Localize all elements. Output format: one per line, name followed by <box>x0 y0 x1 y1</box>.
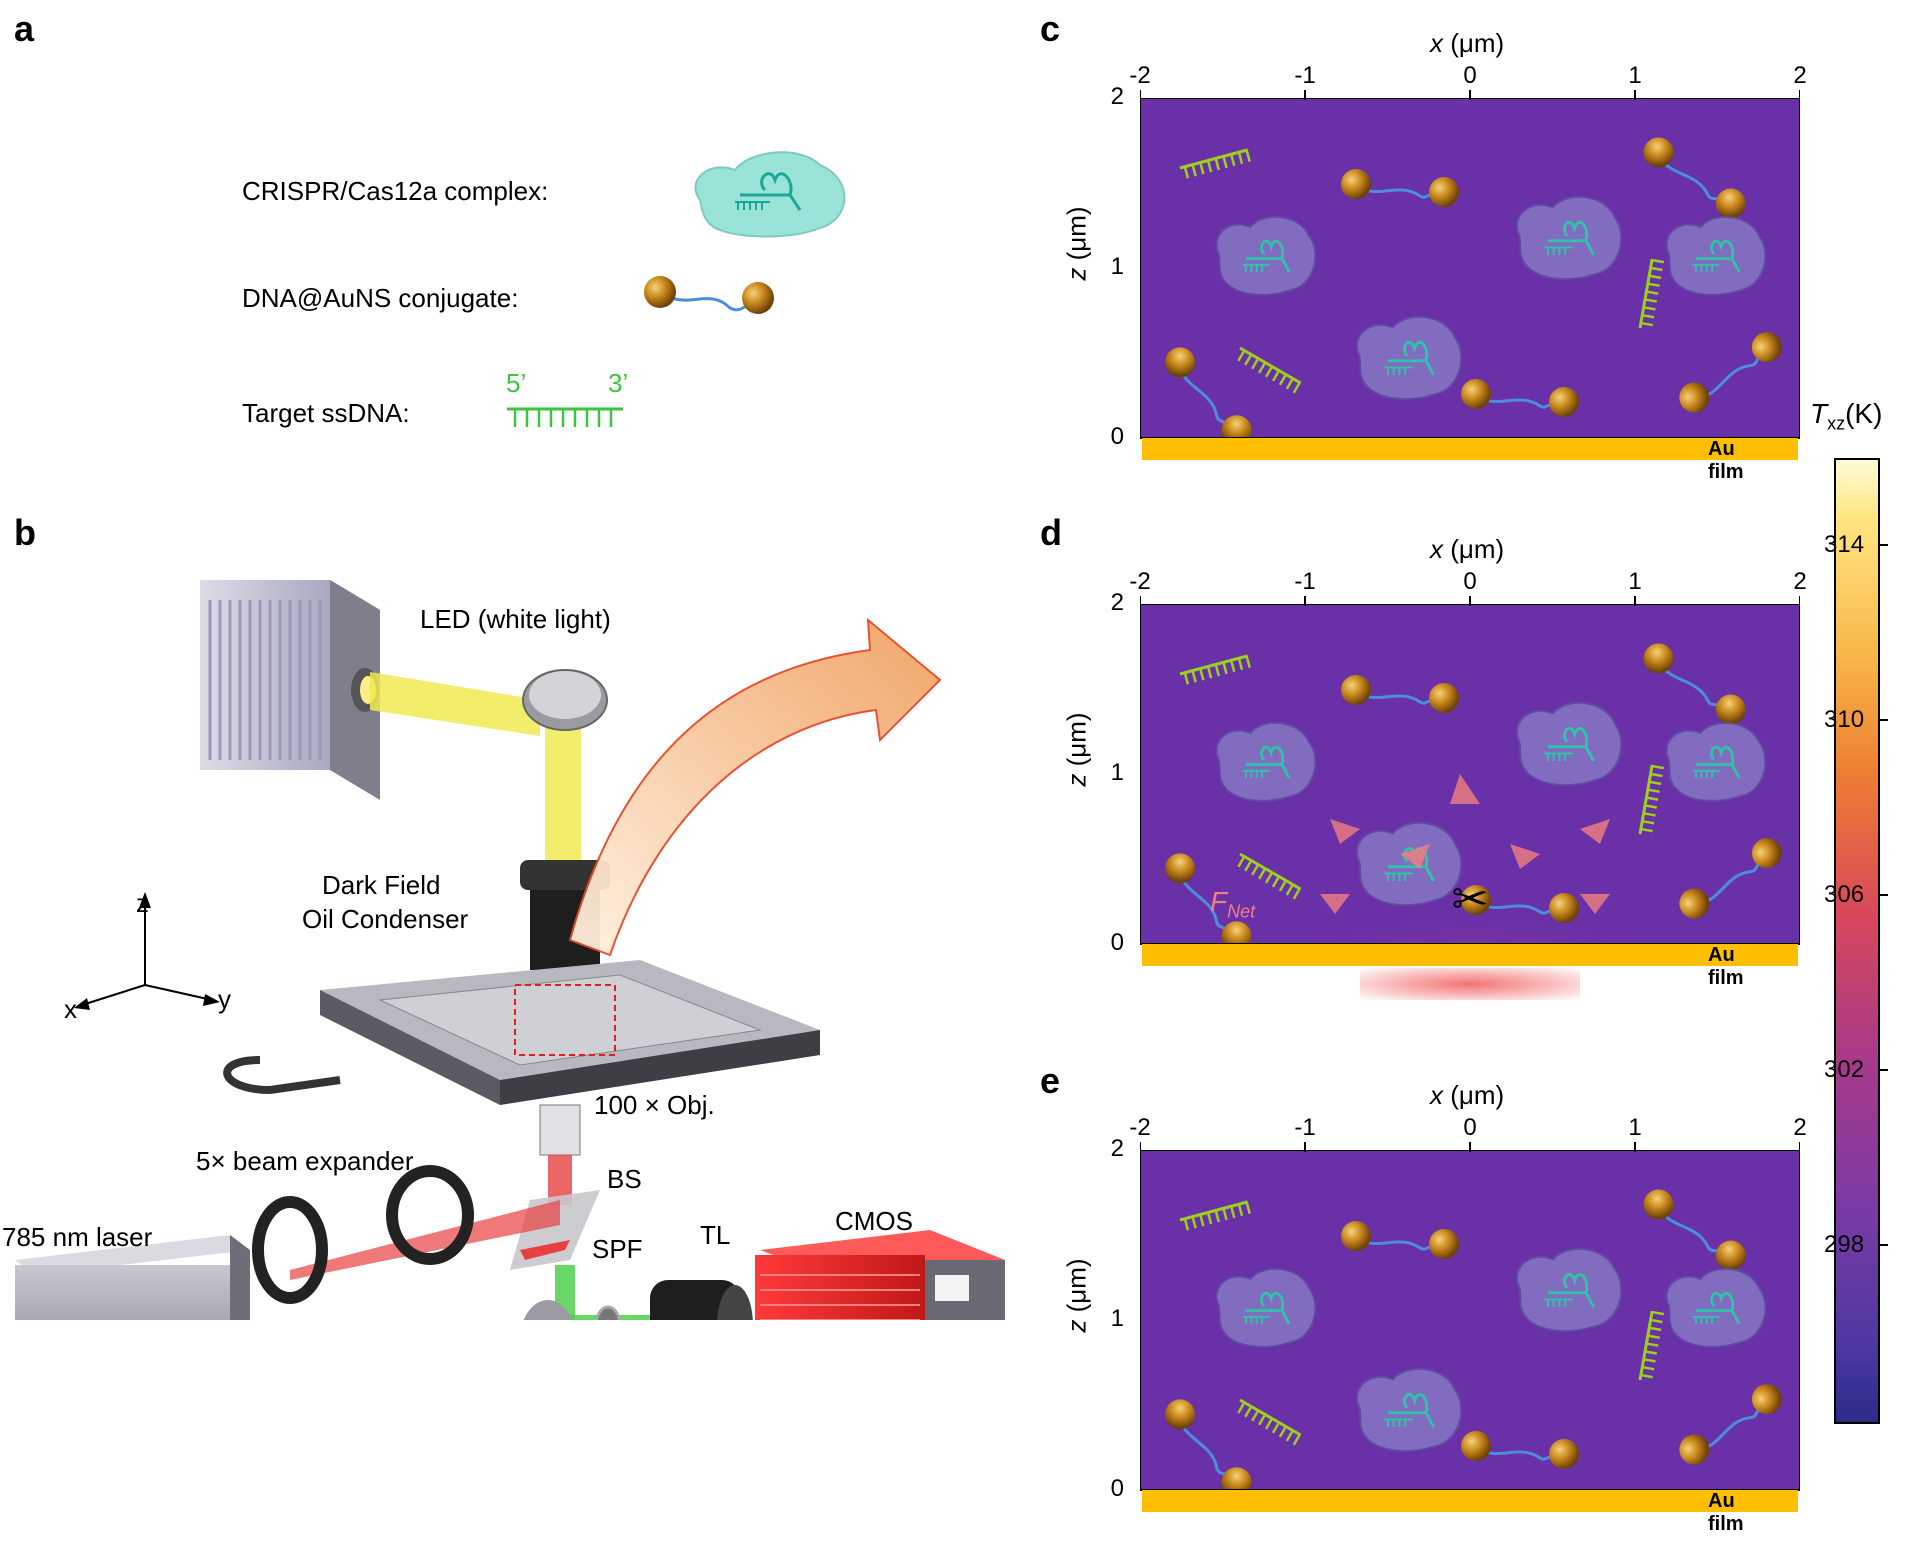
colorbar-tick-label: 298 <box>1824 1231 1865 1259</box>
optical-setup-diagram <box>15 580 1005 1320</box>
z-tick-d: 1 <box>1110 759 1124 786</box>
au-film-label-c: Au film <box>1708 438 1744 483</box>
cmos-label: CMOS <box>835 1206 913 1236</box>
colorbar-tickmark <box>1878 544 1888 547</box>
z-tick-e: 2 <box>1110 1135 1124 1162</box>
led-label: LED (white light) <box>420 604 611 634</box>
laser-label: 785 nm laser <box>2 1222 153 1252</box>
x-axis-title-d: x (μm) <box>1430 534 1505 564</box>
z-tick-d: 2 <box>1110 589 1124 616</box>
laser-785 <box>15 1235 250 1320</box>
panel-label-d: d <box>1040 512 1062 553</box>
condenser-label-1: Dark Field <box>322 870 441 900</box>
xyz-axes <box>74 892 220 1010</box>
colorbar-tick-label: 302 <box>1824 1056 1865 1084</box>
bs-label: BS <box>607 1164 642 1194</box>
x-tick-c: 1 <box>1628 62 1642 89</box>
cas12a-legend-icon <box>694 151 846 238</box>
dna-ausn-legend-icon <box>644 276 774 314</box>
spf-label: SPF <box>592 1234 643 1264</box>
z-axis-title-c: z (μm) <box>1061 206 1092 281</box>
svg-text:✂: ✂ <box>1452 875 1489 924</box>
axis-y-label: y <box>218 984 231 1014</box>
legend-dna-ausn-label: DNA@AuNS conjugate: <box>242 283 519 313</box>
x-tick-d: -1 <box>1294 568 1316 595</box>
x-tick-e: 2 <box>1793 1114 1807 1141</box>
cmos-camera <box>755 1230 1005 1320</box>
colorbar-tickmark <box>1878 719 1888 722</box>
z-axis-title-e: z (μm) <box>1061 1258 1092 1333</box>
au-film-label-d: Au film <box>1708 944 1744 989</box>
led-source <box>200 580 380 800</box>
x-axis-title-e: x (μm) <box>1430 1080 1505 1110</box>
x-tickmarks-e <box>1140 1142 1800 1152</box>
legend-target-label: Target ssDNA: <box>242 398 410 428</box>
xz-plot-c <box>1140 98 1800 460</box>
au-film-label-e: Au film <box>1708 1490 1744 1535</box>
x-tickmarks-c <box>1140 90 1800 100</box>
x-tick-d: 1 <box>1628 568 1642 595</box>
molecules-e <box>1165 1189 1782 1498</box>
x-tick-d: 2 <box>1793 568 1807 595</box>
x-tick-c: -1 <box>1294 62 1316 89</box>
colorbar-tick-label: 314 <box>1824 531 1865 559</box>
colorbar-tick-label: 306 <box>1824 881 1865 909</box>
x-tick-e: -1 <box>1294 1114 1316 1141</box>
x-tick-c: 2 <box>1793 62 1807 89</box>
legend-cas12a-label: CRISPR/Cas12a complex: <box>242 176 549 206</box>
panel-label-e: e <box>1040 1060 1061 1101</box>
tube-lens <box>650 1280 753 1320</box>
z-tick-e: 1 <box>1110 1305 1124 1332</box>
fnet-label: FNet <box>1210 886 1256 922</box>
x-axis-title-c: x (μm) <box>1430 28 1505 58</box>
x-tick-c: 0 <box>1463 62 1477 89</box>
x-tick-e: 1 <box>1628 1114 1642 1141</box>
z-tick-e: 0 <box>1110 1475 1124 1502</box>
expander-label: 5× beam expander <box>196 1146 414 1176</box>
colorbar-gradient <box>1834 458 1880 1424</box>
panel-label-c: c <box>1040 8 1061 49</box>
colorbar-tickmark <box>1878 1244 1888 1247</box>
axis-z-label: z <box>136 888 149 918</box>
panel-label-b: b <box>14 512 36 553</box>
x-tick-d: 0 <box>1463 568 1477 595</box>
colorbar-title: Txz(K) <box>1810 398 1883 434</box>
xz-plot-e <box>1140 1150 1800 1512</box>
target-ssdna-legend-icon <box>507 407 623 427</box>
colorbar-tickmark <box>1878 894 1888 897</box>
tl-label: TL <box>700 1220 731 1250</box>
x-tick-d: -2 <box>1129 568 1151 595</box>
z-tick-c: 0 <box>1110 423 1124 450</box>
z-axis-title-d: z (μm) <box>1061 712 1092 787</box>
objective-label: 100 × Obj. <box>594 1090 715 1120</box>
molecules-d: ✂ <box>1165 643 1782 952</box>
laser-spot <box>1360 968 1580 1000</box>
x-tick-e: -2 <box>1129 1114 1151 1141</box>
z-tick-c: 1 <box>1110 253 1124 280</box>
x-tick-e: 0 <box>1463 1114 1477 1141</box>
xz-plot-d: ✂ <box>1140 604 1800 966</box>
microscope-stage <box>223 960 820 1105</box>
colorbar-tickmark <box>1878 1069 1888 1072</box>
z-tick-c: 2 <box>1110 83 1124 110</box>
colorbar-tick-label: 310 <box>1824 706 1865 734</box>
legend-three-prime: 3’ <box>608 368 629 398</box>
z-tick-d: 0 <box>1110 929 1124 956</box>
panel-label-a: a <box>14 8 35 49</box>
x-tickmarks-d <box>1140 596 1800 606</box>
x-tick-c: -2 <box>1129 62 1151 89</box>
legend-five-prime: 5’ <box>506 368 527 398</box>
axis-x-label: x <box>64 994 77 1024</box>
condenser-label-2: Oil Condenser <box>302 904 469 934</box>
